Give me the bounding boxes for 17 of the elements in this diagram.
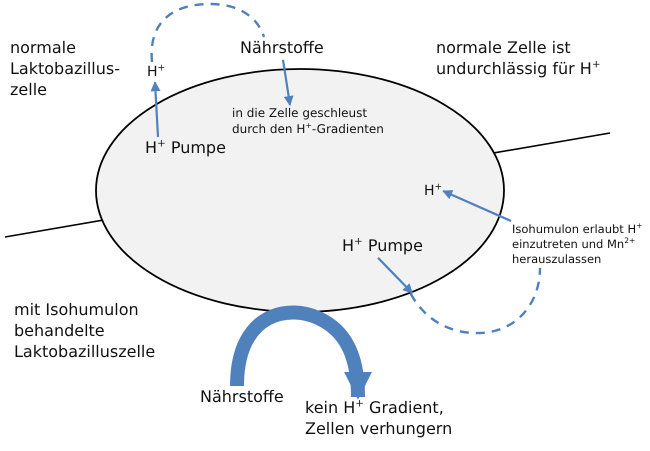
impermeability-note: normale Zelle ist undurchlässig für H$^{+}$ [436, 38, 602, 80]
arrow [377, 257, 413, 294]
arrow [150, 81, 160, 138]
nutrient-label: Nährstoffe [200, 387, 284, 408]
curved-arrow [230, 306, 372, 400]
dashed-arc [150, 2, 266, 62]
cell-caption: normale Laktobazillus- zelle [10, 38, 118, 100]
pump-label: H$^{+}$ Pumpe [342, 236, 423, 257]
starvation-note: kein H$^{+}$ Gradient, Zellen verhungern [305, 398, 470, 440]
pump-label: H$^{+}$ Pumpe [145, 138, 226, 159]
nutrient-label: Nährstoffe [240, 38, 324, 59]
isohumulon-note: Isohumulon erlaubt H$^{+}$ einzutreten und Mn$^{2+}$ herauszulassen [512, 222, 650, 267]
dashed-arc [410, 268, 542, 334]
cell-caption: mit Isohumulon behandelte Laktobazilluszelle [14, 300, 156, 362]
transport-note: in die Zelle geschleust durch den H$^{+}$-Gradienten [232, 106, 392, 138]
proton-label: H$^{+}$ [147, 63, 166, 82]
proton-label: H$^{+}$ [424, 182, 442, 200]
